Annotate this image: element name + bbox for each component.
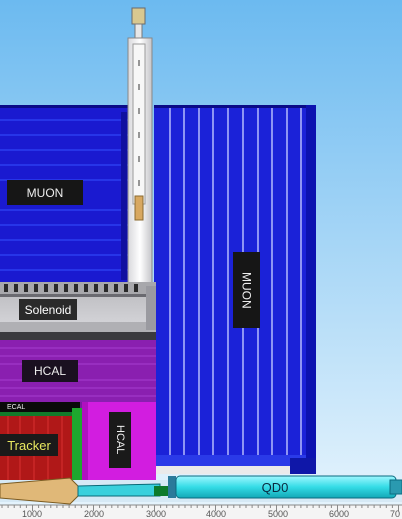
tracker-label: Tracker — [0, 434, 58, 456]
hcal-vertical-label: HCAL — [109, 412, 131, 468]
forward-shield — [156, 466, 290, 474]
axis-ruler — [0, 504, 402, 519]
tick-label: 3000 — [146, 509, 167, 519]
tick-label: 1000 — [22, 509, 43, 519]
tick-label: 2000 — [84, 509, 105, 519]
qd0-label: QD0 — [261, 479, 289, 495]
tick-label: 5000 — [268, 509, 289, 519]
hcal-label: HCAL — [22, 360, 78, 382]
muon-right-label: MUON — [233, 252, 260, 328]
beamline — [0, 475, 402, 505]
solenoid-label: Solenoid — [19, 299, 77, 320]
tick-label: 4000 — [206, 509, 227, 519]
cryostat-band — [0, 332, 156, 340]
tick-label: 6000 — [329, 509, 350, 519]
tick-label: 70 — [390, 509, 401, 519]
muon-top-label: MUON — [7, 180, 83, 205]
ecal-label: ECAL — [7, 403, 26, 411]
support-pole — [127, 7, 153, 285]
